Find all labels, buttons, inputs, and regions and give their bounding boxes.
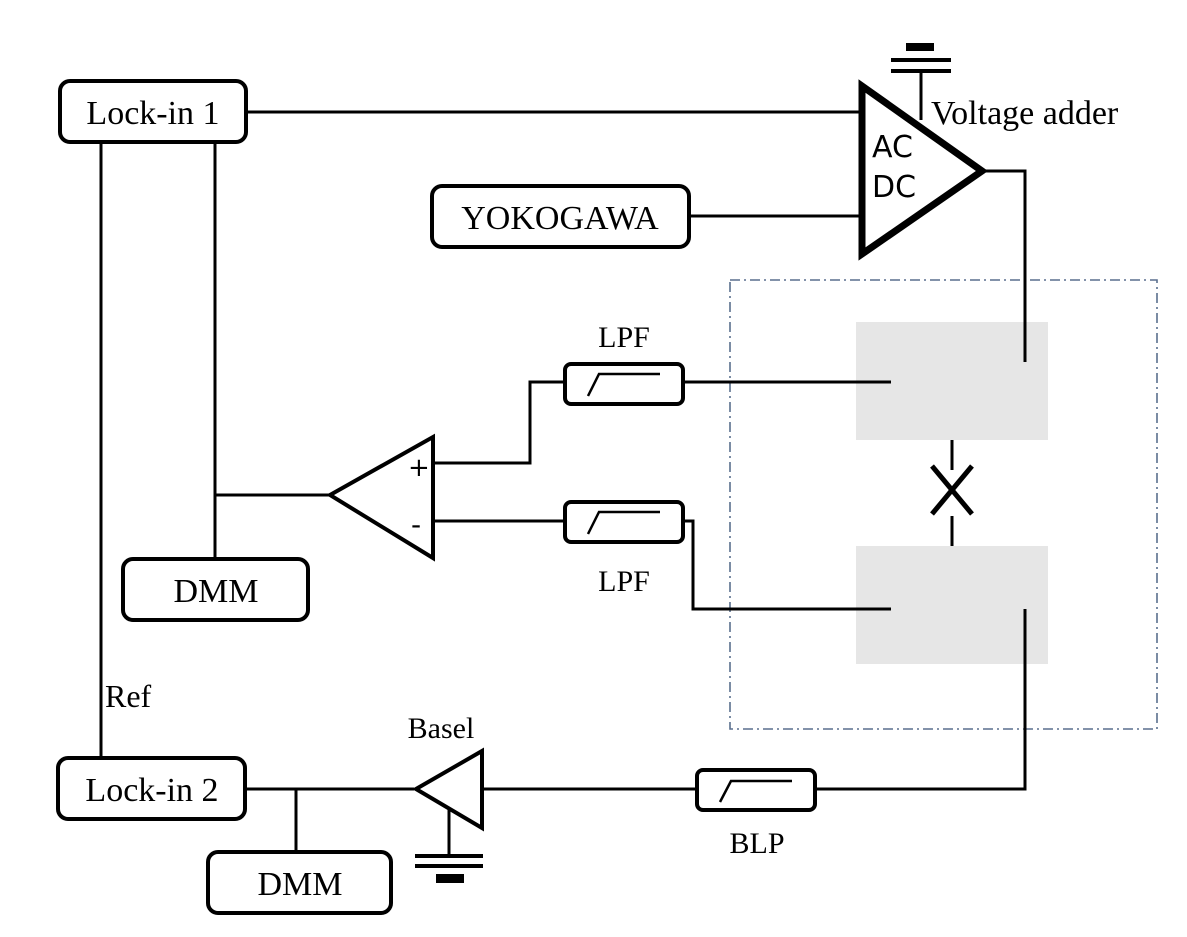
diff-amp-minus-label: - <box>411 508 421 541</box>
lockin1-label: Lock-in 1 <box>86 95 219 132</box>
lockin2-label: Lock-in 2 <box>85 772 218 809</box>
blp-filter: BLP <box>695 768 817 860</box>
sample-boundary <box>729 279 1158 730</box>
lpf-top-filter: LPF <box>563 321 685 406</box>
voltage-adder-label: Voltage adder <box>931 95 1119 132</box>
lpf-bottom-label: LPF <box>598 565 650 598</box>
dmm-top-label: DMM <box>173 573 258 610</box>
dmm-bottom-label: DMM <box>257 866 342 903</box>
wires <box>99 110 1027 850</box>
voltage-adder: AC DC Voltage adder <box>858 72 1119 261</box>
lockin1-box: Lock-in 1 <box>58 79 248 144</box>
yokogawa-label: YOKOGAWA <box>461 200 659 237</box>
ground-icon <box>891 43 951 73</box>
basel-preamp: Basel <box>408 712 484 855</box>
lockin2-box: Lock-in 2 <box>56 756 247 821</box>
yokogawa-box: YOKOGAWA <box>430 184 691 249</box>
differential-amplifier: + - <box>326 433 435 562</box>
ground-icon-preamp <box>415 854 483 883</box>
ref-label: Ref <box>105 678 152 714</box>
diff-amp-plus-label: + <box>408 453 430 483</box>
dmm-top-box: DMM <box>121 557 310 622</box>
lpf-bottom-filter: LPF <box>563 500 685 598</box>
junction-cross-icon <box>930 440 974 546</box>
blp-label: BLP <box>729 827 784 860</box>
adder-input-ac-label: AC <box>872 130 913 165</box>
adder-input-dc-label: DC <box>872 170 916 205</box>
basel-preamp-label: Basel <box>408 712 475 745</box>
lpf-top-label: LPF <box>598 321 650 354</box>
dmm-bottom-box: DMM <box>206 850 393 915</box>
sample-pad-bottom <box>856 546 1048 664</box>
